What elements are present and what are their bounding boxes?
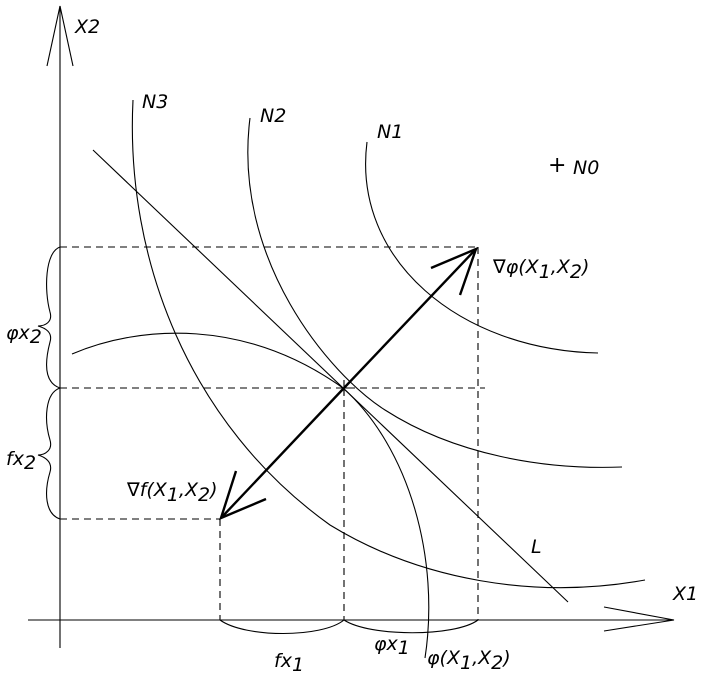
grad-phi-arrowhead: [430, 246, 479, 296]
tangent-line-l: [92, 149, 569, 603]
phi-total-label: φ(X1,X2): [427, 647, 511, 674]
constraint-curve: [71, 332, 430, 659]
phi-x1-label: φx1: [374, 633, 410, 659]
phi-x2-label: φx2: [6, 322, 42, 348]
bracket-phi-x1: [343, 619, 479, 634]
tangency-point-marker: [336, 380, 352, 396]
n2-label: N2: [260, 105, 286, 127]
grad-f-vector: [220, 387, 345, 519]
bracket-f-x1: [219, 619, 345, 635]
grad-f-arrowhead: [219, 470, 267, 521]
n0-marker: +: [548, 153, 566, 178]
level-curve-n2: [247, 117, 623, 468]
line-l-label: L: [531, 536, 542, 558]
grad-f-label: ∇f(X1,X2): [126, 479, 218, 506]
y-axis-arrowhead: [46, 5, 74, 67]
f-x1-label: fx1: [274, 650, 304, 676]
x-axis-arrowhead: [603, 606, 675, 632]
y-axis-label: X2: [74, 16, 100, 38]
gradient-vectors: [219, 246, 479, 521]
bracket-phi-x2: [37, 246, 61, 389]
projection-lines: [60, 246, 485, 620]
x-axis-label: X1: [672, 583, 698, 605]
grad-phi-label: ∇φ(X1,X2): [492, 256, 589, 283]
f-x2-label: fx2: [6, 448, 36, 474]
level-curves: [71, 99, 646, 659]
grad-phi-vector: [343, 248, 477, 389]
level-curve-n1: [365, 141, 599, 354]
axes: [28, 5, 675, 648]
n0-label: N0: [573, 157, 599, 179]
n3-label: N3: [142, 91, 168, 113]
level-curve-n3: [131, 99, 646, 589]
labels: X2 X1 N3 N2 N1 + N0 L ∇φ(X1,X2) ∇f(X1,X2…: [6, 16, 698, 676]
bracket-f-x2: [37, 387, 61, 520]
n1-label: N1: [377, 121, 403, 143]
brackets: [37, 246, 479, 635]
